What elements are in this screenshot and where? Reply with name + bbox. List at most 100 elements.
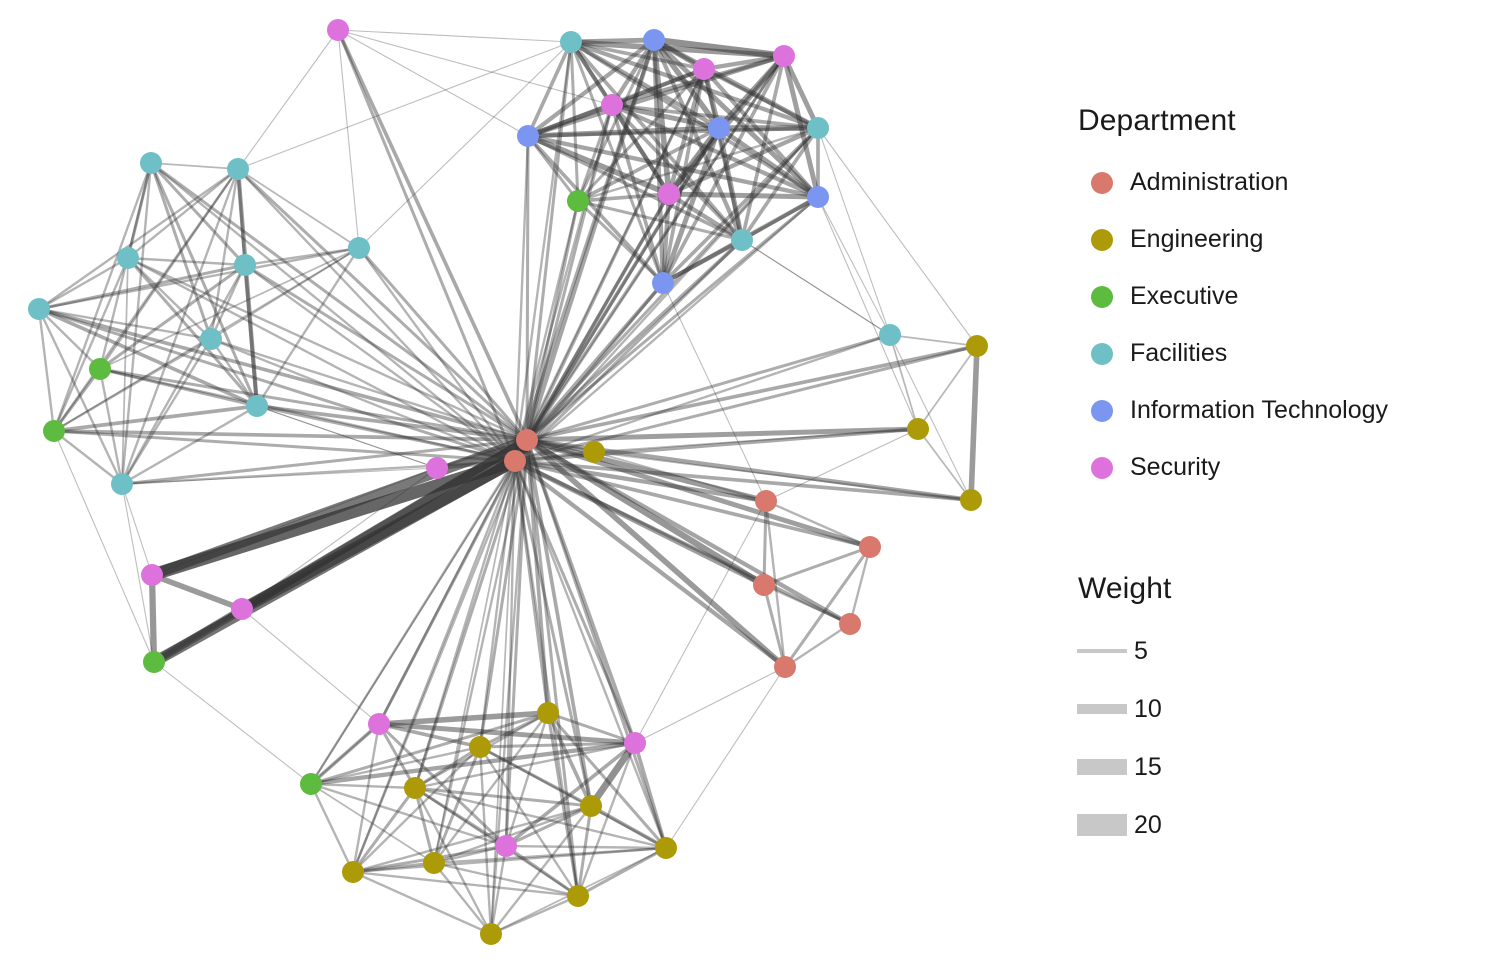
department-legend-row[interactable]: Engineering xyxy=(1074,211,1388,268)
graph-node[interactable] xyxy=(143,651,165,673)
graph-node[interactable] xyxy=(624,732,646,754)
graph-edge xyxy=(310,782,416,790)
network-graph-panel xyxy=(0,0,1050,972)
edge-thickness-swatch-icon xyxy=(1077,649,1127,653)
graph-edge xyxy=(120,338,213,485)
graph-node[interactable] xyxy=(807,186,829,208)
graph-node[interactable] xyxy=(111,473,133,495)
graph-node[interactable] xyxy=(495,835,517,857)
graph-node[interactable] xyxy=(731,229,753,251)
graph-node[interactable] xyxy=(480,923,502,945)
graph-node[interactable] xyxy=(859,536,881,558)
graph-edge xyxy=(236,168,247,266)
graph-node[interactable] xyxy=(516,429,538,451)
graph-node[interactable] xyxy=(693,58,715,80)
graph-node[interactable] xyxy=(839,613,861,635)
graph-edge xyxy=(38,307,516,463)
legend-key xyxy=(1074,399,1130,422)
department-legend-row[interactable]: Security xyxy=(1074,439,1388,496)
weight-legend-row[interactable]: 15 xyxy=(1074,738,1171,796)
graph-node[interactable] xyxy=(140,152,162,174)
graph-node[interactable] xyxy=(327,19,349,41)
graph-node[interactable] xyxy=(231,598,253,620)
graph-edge xyxy=(741,239,891,336)
weight-legend-row[interactable]: 20 xyxy=(1074,796,1171,854)
graph-edge xyxy=(433,846,667,865)
graph-node[interactable] xyxy=(655,837,677,859)
graph-node[interactable] xyxy=(43,420,65,442)
graph-edge xyxy=(309,783,355,873)
graph-node[interactable] xyxy=(348,237,370,259)
graph-edge xyxy=(210,338,258,407)
graph-node[interactable] xyxy=(504,450,526,472)
graph-edge xyxy=(37,308,56,432)
graph-node[interactable] xyxy=(404,777,426,799)
graph-node[interactable] xyxy=(517,125,539,147)
graph-node[interactable] xyxy=(601,94,623,116)
graph-node[interactable] xyxy=(537,702,559,724)
graph-node[interactable] xyxy=(342,861,364,883)
graph-node[interactable] xyxy=(423,852,445,874)
weight-legend-row[interactable]: 10 xyxy=(1074,680,1171,738)
legend-key xyxy=(1074,285,1130,308)
graph-node[interactable] xyxy=(708,117,730,139)
graph-edge xyxy=(351,460,517,873)
department-legend-row[interactable]: Administration xyxy=(1074,154,1388,211)
graph-edge xyxy=(378,722,481,749)
graph-node[interactable] xyxy=(89,358,111,380)
graph-node[interactable] xyxy=(652,272,674,294)
graph-edge xyxy=(244,246,360,267)
graph-edge xyxy=(610,103,671,196)
graph-node[interactable] xyxy=(583,441,605,463)
graph-edge xyxy=(127,256,246,267)
graph-node[interactable] xyxy=(879,324,901,346)
graph-edge xyxy=(243,264,259,407)
graph-edge xyxy=(577,126,819,203)
graph-node[interactable] xyxy=(141,564,163,586)
graph-edge xyxy=(817,127,978,347)
graph-node[interactable] xyxy=(658,183,680,205)
department-legend-label: Administration xyxy=(1130,168,1289,196)
graph-edge xyxy=(593,451,767,502)
graph-node[interactable] xyxy=(960,489,982,511)
graph-node[interactable] xyxy=(234,254,256,276)
graph-edge xyxy=(120,168,240,485)
graph-edge xyxy=(702,68,744,241)
graph-edge xyxy=(256,405,438,469)
graph-node[interactable] xyxy=(469,736,491,758)
graph-node[interactable] xyxy=(560,31,582,53)
network-graph-svg[interactable] xyxy=(0,0,1050,972)
graph-node[interactable] xyxy=(773,45,795,67)
graph-node[interactable] xyxy=(117,247,139,269)
graph-node[interactable] xyxy=(368,713,390,735)
department-legend-row[interactable]: Facilities xyxy=(1074,325,1388,382)
graph-edge xyxy=(414,741,636,790)
graph-edge xyxy=(479,711,549,749)
graph-node[interactable] xyxy=(753,574,775,596)
graph-edge xyxy=(513,282,665,462)
graph-node[interactable] xyxy=(966,335,988,357)
graph-node[interactable] xyxy=(774,656,796,678)
graph-node[interactable] xyxy=(643,29,665,51)
graph-node[interactable] xyxy=(426,457,448,479)
graph-edge xyxy=(352,846,667,874)
graph-edge xyxy=(576,104,614,202)
weight-legend-row[interactable]: 5 xyxy=(1074,622,1171,680)
graph-node[interactable] xyxy=(227,158,249,180)
graph-node[interactable] xyxy=(567,885,589,907)
graph-node[interactable] xyxy=(580,795,602,817)
graph-node[interactable] xyxy=(807,117,829,139)
department-legend-row[interactable]: Information Technology xyxy=(1074,382,1388,439)
graph-edge xyxy=(99,168,239,370)
department-legend-row[interactable]: Executive xyxy=(1074,268,1388,325)
graph-node[interactable] xyxy=(907,418,929,440)
graph-node[interactable] xyxy=(300,773,322,795)
graph-edge xyxy=(377,460,517,725)
graph-edge xyxy=(53,337,212,433)
graph-node[interactable] xyxy=(200,328,222,350)
graph-edge xyxy=(352,870,492,936)
graph-node[interactable] xyxy=(28,298,50,320)
graph-node[interactable] xyxy=(755,490,777,512)
graph-node[interactable] xyxy=(567,190,589,212)
graph-node[interactable] xyxy=(246,395,268,417)
